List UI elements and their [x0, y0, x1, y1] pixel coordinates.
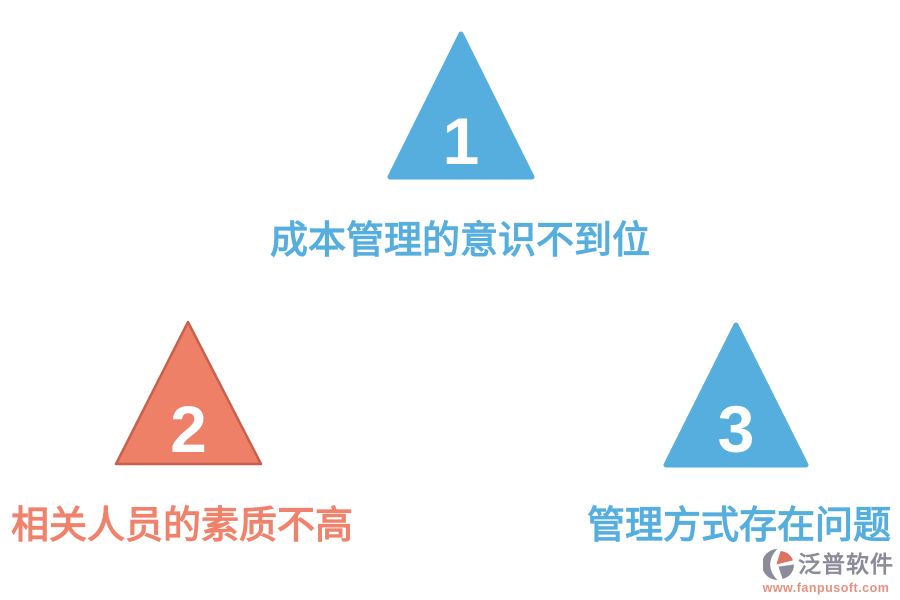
triangle-item-3: 3: [663, 322, 809, 468]
caption-2: 相关人员的素质不高: [10, 505, 353, 547]
triangle-3-shape: [663, 322, 809, 468]
triangle-item-1: 1: [387, 31, 535, 180]
triangle-2-number: 2: [170, 392, 207, 466]
caption-3: 管理方式存在问题: [586, 505, 891, 547]
triangle-1-number: 1: [442, 104, 480, 178]
triangle-2-polygon: [114, 320, 263, 466]
triangle-item-2: 2: [112, 318, 265, 468]
triangle-3-number: 3: [717, 392, 755, 466]
brand-watermark: 泛普软件 www.fanpusoft.com: [758, 548, 894, 595]
triangle-1-polygon: [387, 31, 535, 180]
triangle-1-shape: [387, 31, 535, 180]
triangle-3-polygon: [663, 322, 809, 468]
brand-url: www.fanpusoft.com: [762, 581, 890, 595]
triangle-2-shape: [114, 320, 263, 466]
caption-1: 成本管理的意识不到位: [269, 220, 650, 262]
brand-name: 泛普软件: [798, 551, 894, 577]
fanpu-logo-icon: [763, 549, 794, 580]
